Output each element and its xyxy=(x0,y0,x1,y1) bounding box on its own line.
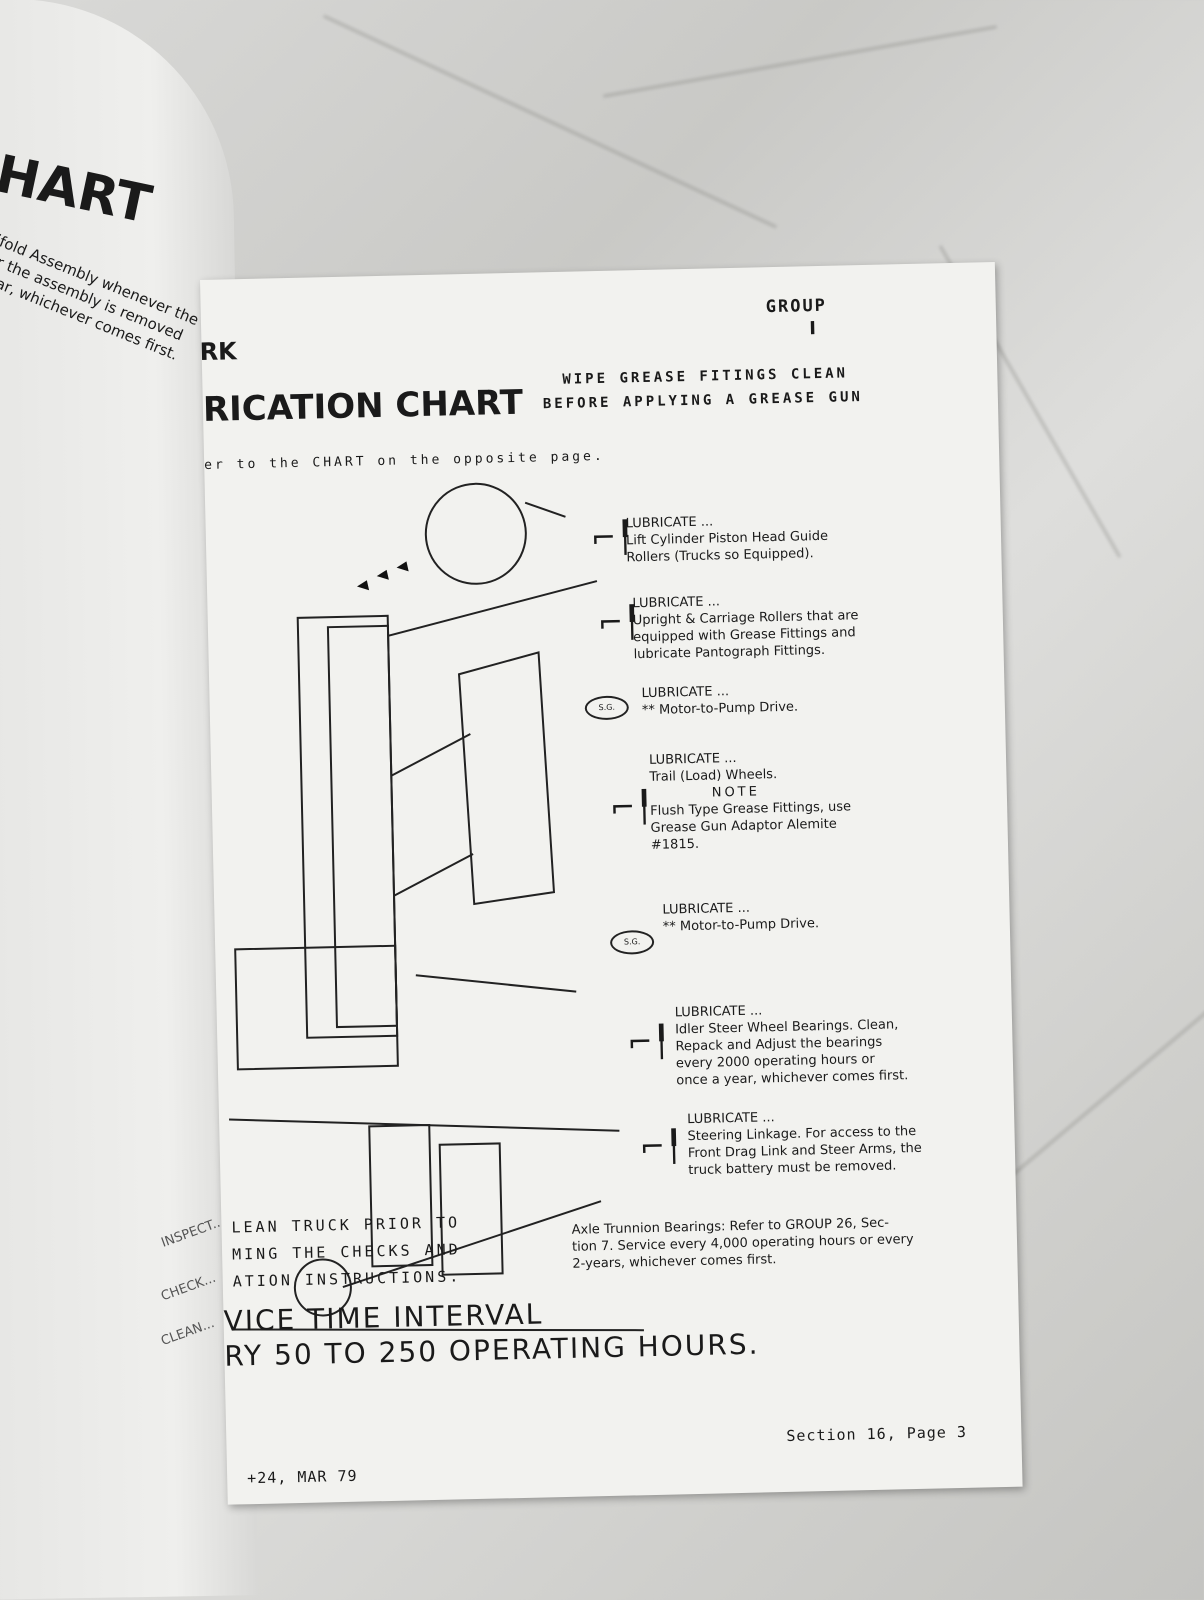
callout-line: Rollers (Trucks so Equipped). xyxy=(626,546,814,566)
callout-4: LUBRICATE ... Trail (Load) Wheels. NOTE … xyxy=(649,747,852,854)
callout-7: LUBRICATE ... Steering Linkage. For acce… xyxy=(687,1106,922,1179)
group-number: I xyxy=(809,318,817,340)
steer-wheel xyxy=(293,1258,352,1317)
grease-gun-icon: ⌐╿ xyxy=(639,1129,684,1166)
marble-vein xyxy=(322,14,778,229)
page-title: RICATION CHART xyxy=(202,382,524,430)
grease-gun-icon: ⌐╿ xyxy=(597,605,642,642)
forklift-diagram xyxy=(229,482,644,1332)
header-fragment: RK xyxy=(199,337,238,367)
footer-page: Section 16, Page 3 xyxy=(786,1422,968,1445)
detail-circle xyxy=(424,482,527,585)
grease-gun-icon: ⌐╿ xyxy=(627,1024,672,1061)
group-label: GROUP xyxy=(765,295,828,318)
callout-5: LUBRICATE ... ** Motor-to-Pump Drive. xyxy=(662,898,819,936)
axle-note: Axle Trunnion Bearings: Refer to GROUP 2… xyxy=(571,1214,914,1273)
callout-line: ** Motor-to-Pump Drive. xyxy=(662,916,820,935)
callout-line: ** Motor-to-Pump Drive. xyxy=(641,699,799,719)
mast xyxy=(296,614,399,1039)
refer-text: er to the CHART on the opposite page. xyxy=(204,448,605,473)
right-page: RK GROUP I RICATION CHART WIPE GREASE FI… xyxy=(199,261,1023,1505)
note-line: #1815. xyxy=(650,836,700,853)
marble-vein xyxy=(602,25,998,98)
callout-1: LUBRICATE ... Lift Cylinder Piston Head … xyxy=(625,511,828,567)
instruction-line: BEFORE APPLYING A GREASE GUN xyxy=(542,388,864,413)
footer-date: +24, MAR 79 xyxy=(246,1466,358,1488)
pantograph xyxy=(457,651,556,906)
grease-gun-icon: ⌐╿ xyxy=(609,789,654,826)
grease-gun-icon: ⌐╿ xyxy=(590,520,635,557)
callout-3: LUBRICATE ... ** Motor-to-Pump Drive. xyxy=(641,682,798,720)
instruction-line: WIPE GREASE FITINGS CLEAN xyxy=(562,365,849,388)
callout-6: LUBRICATE ... Idler Steer Wheel Bearings… xyxy=(675,999,909,1089)
clean-truck-note: LEAN TRUCK PRIOR TO MING THE CHECKS AND … xyxy=(231,1209,461,1295)
marble-vein xyxy=(984,1003,1204,1200)
callout-2: LUBRICATE ... Upright & Carriage Rollers… xyxy=(632,590,859,663)
text-line: ATION INSTRUCTIONS. xyxy=(232,1267,462,1291)
